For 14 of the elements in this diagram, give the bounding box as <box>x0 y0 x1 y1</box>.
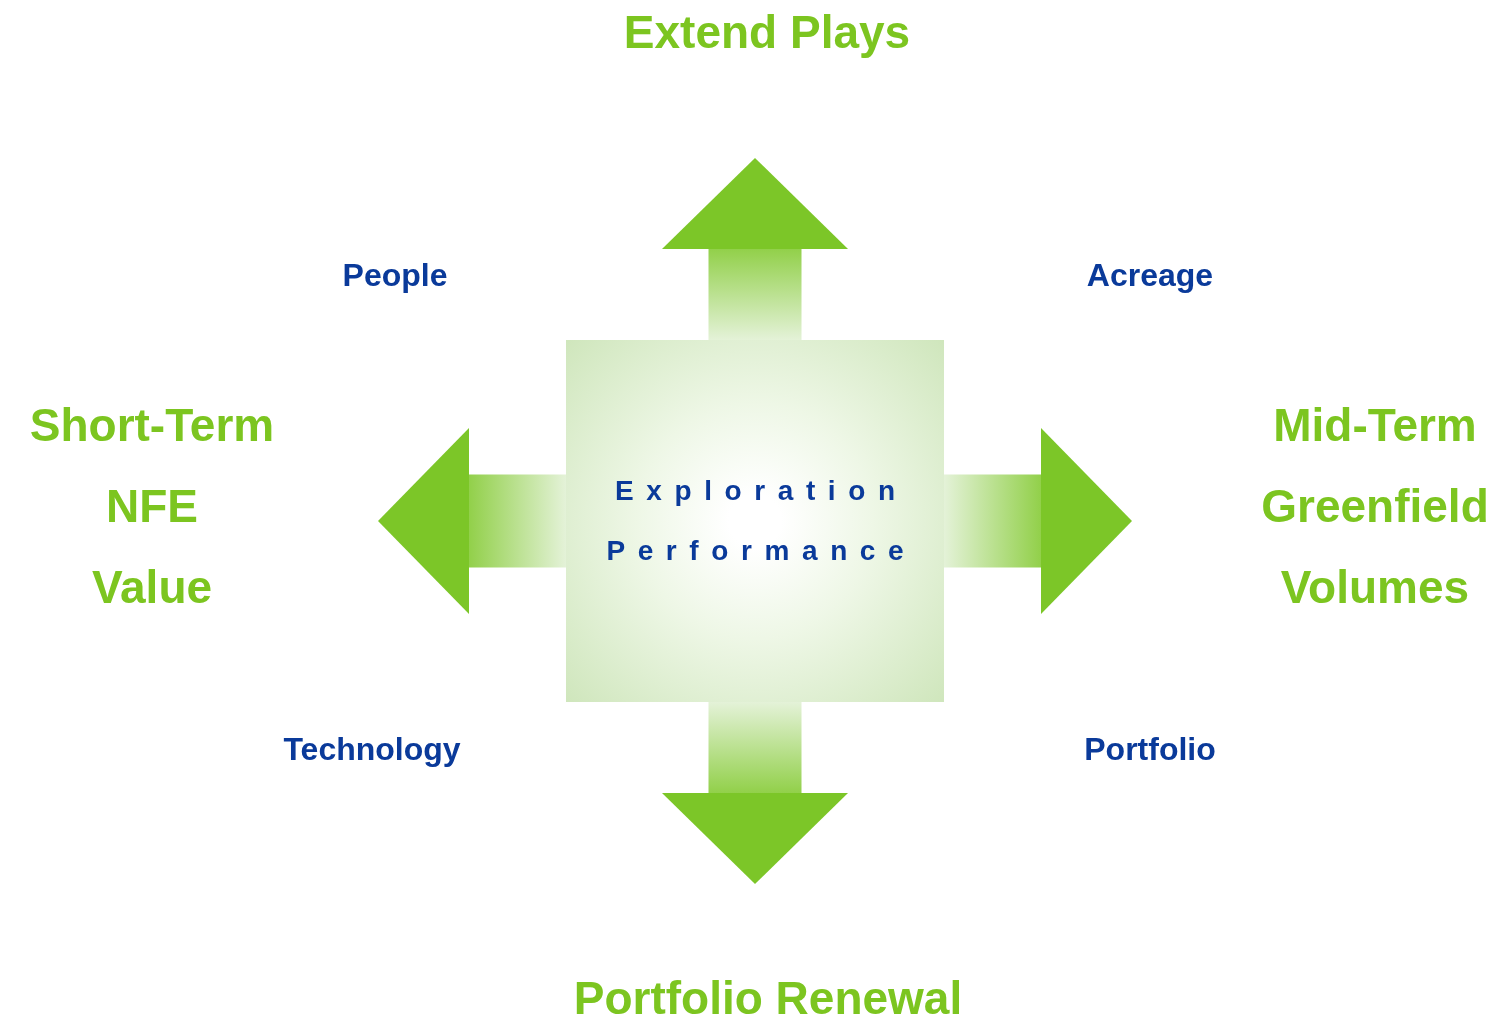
block-arrow <box>378 428 566 614</box>
outcome-label: Extend Plays <box>567 7 967 57</box>
center-title: Exploration Performance <box>605 474 918 568</box>
driver-label: People <box>342 259 448 291</box>
outcome-label: Portfolio Renewal <box>518 973 1018 1019</box>
outcome-label: Short-Term NFE Value <box>2 385 302 628</box>
block-arrow <box>662 158 848 340</box>
outcome-label: Mid-Term Greenfield Volumes <box>1245 385 1505 628</box>
driver-label: Technology <box>283 733 461 765</box>
block-arrow <box>662 702 848 884</box>
block-arrow <box>944 428 1132 614</box>
driver-label: Portfolio <box>1084 733 1216 765</box>
center-square <box>566 340 944 702</box>
driver-label: Acreage <box>1086 259 1214 291</box>
